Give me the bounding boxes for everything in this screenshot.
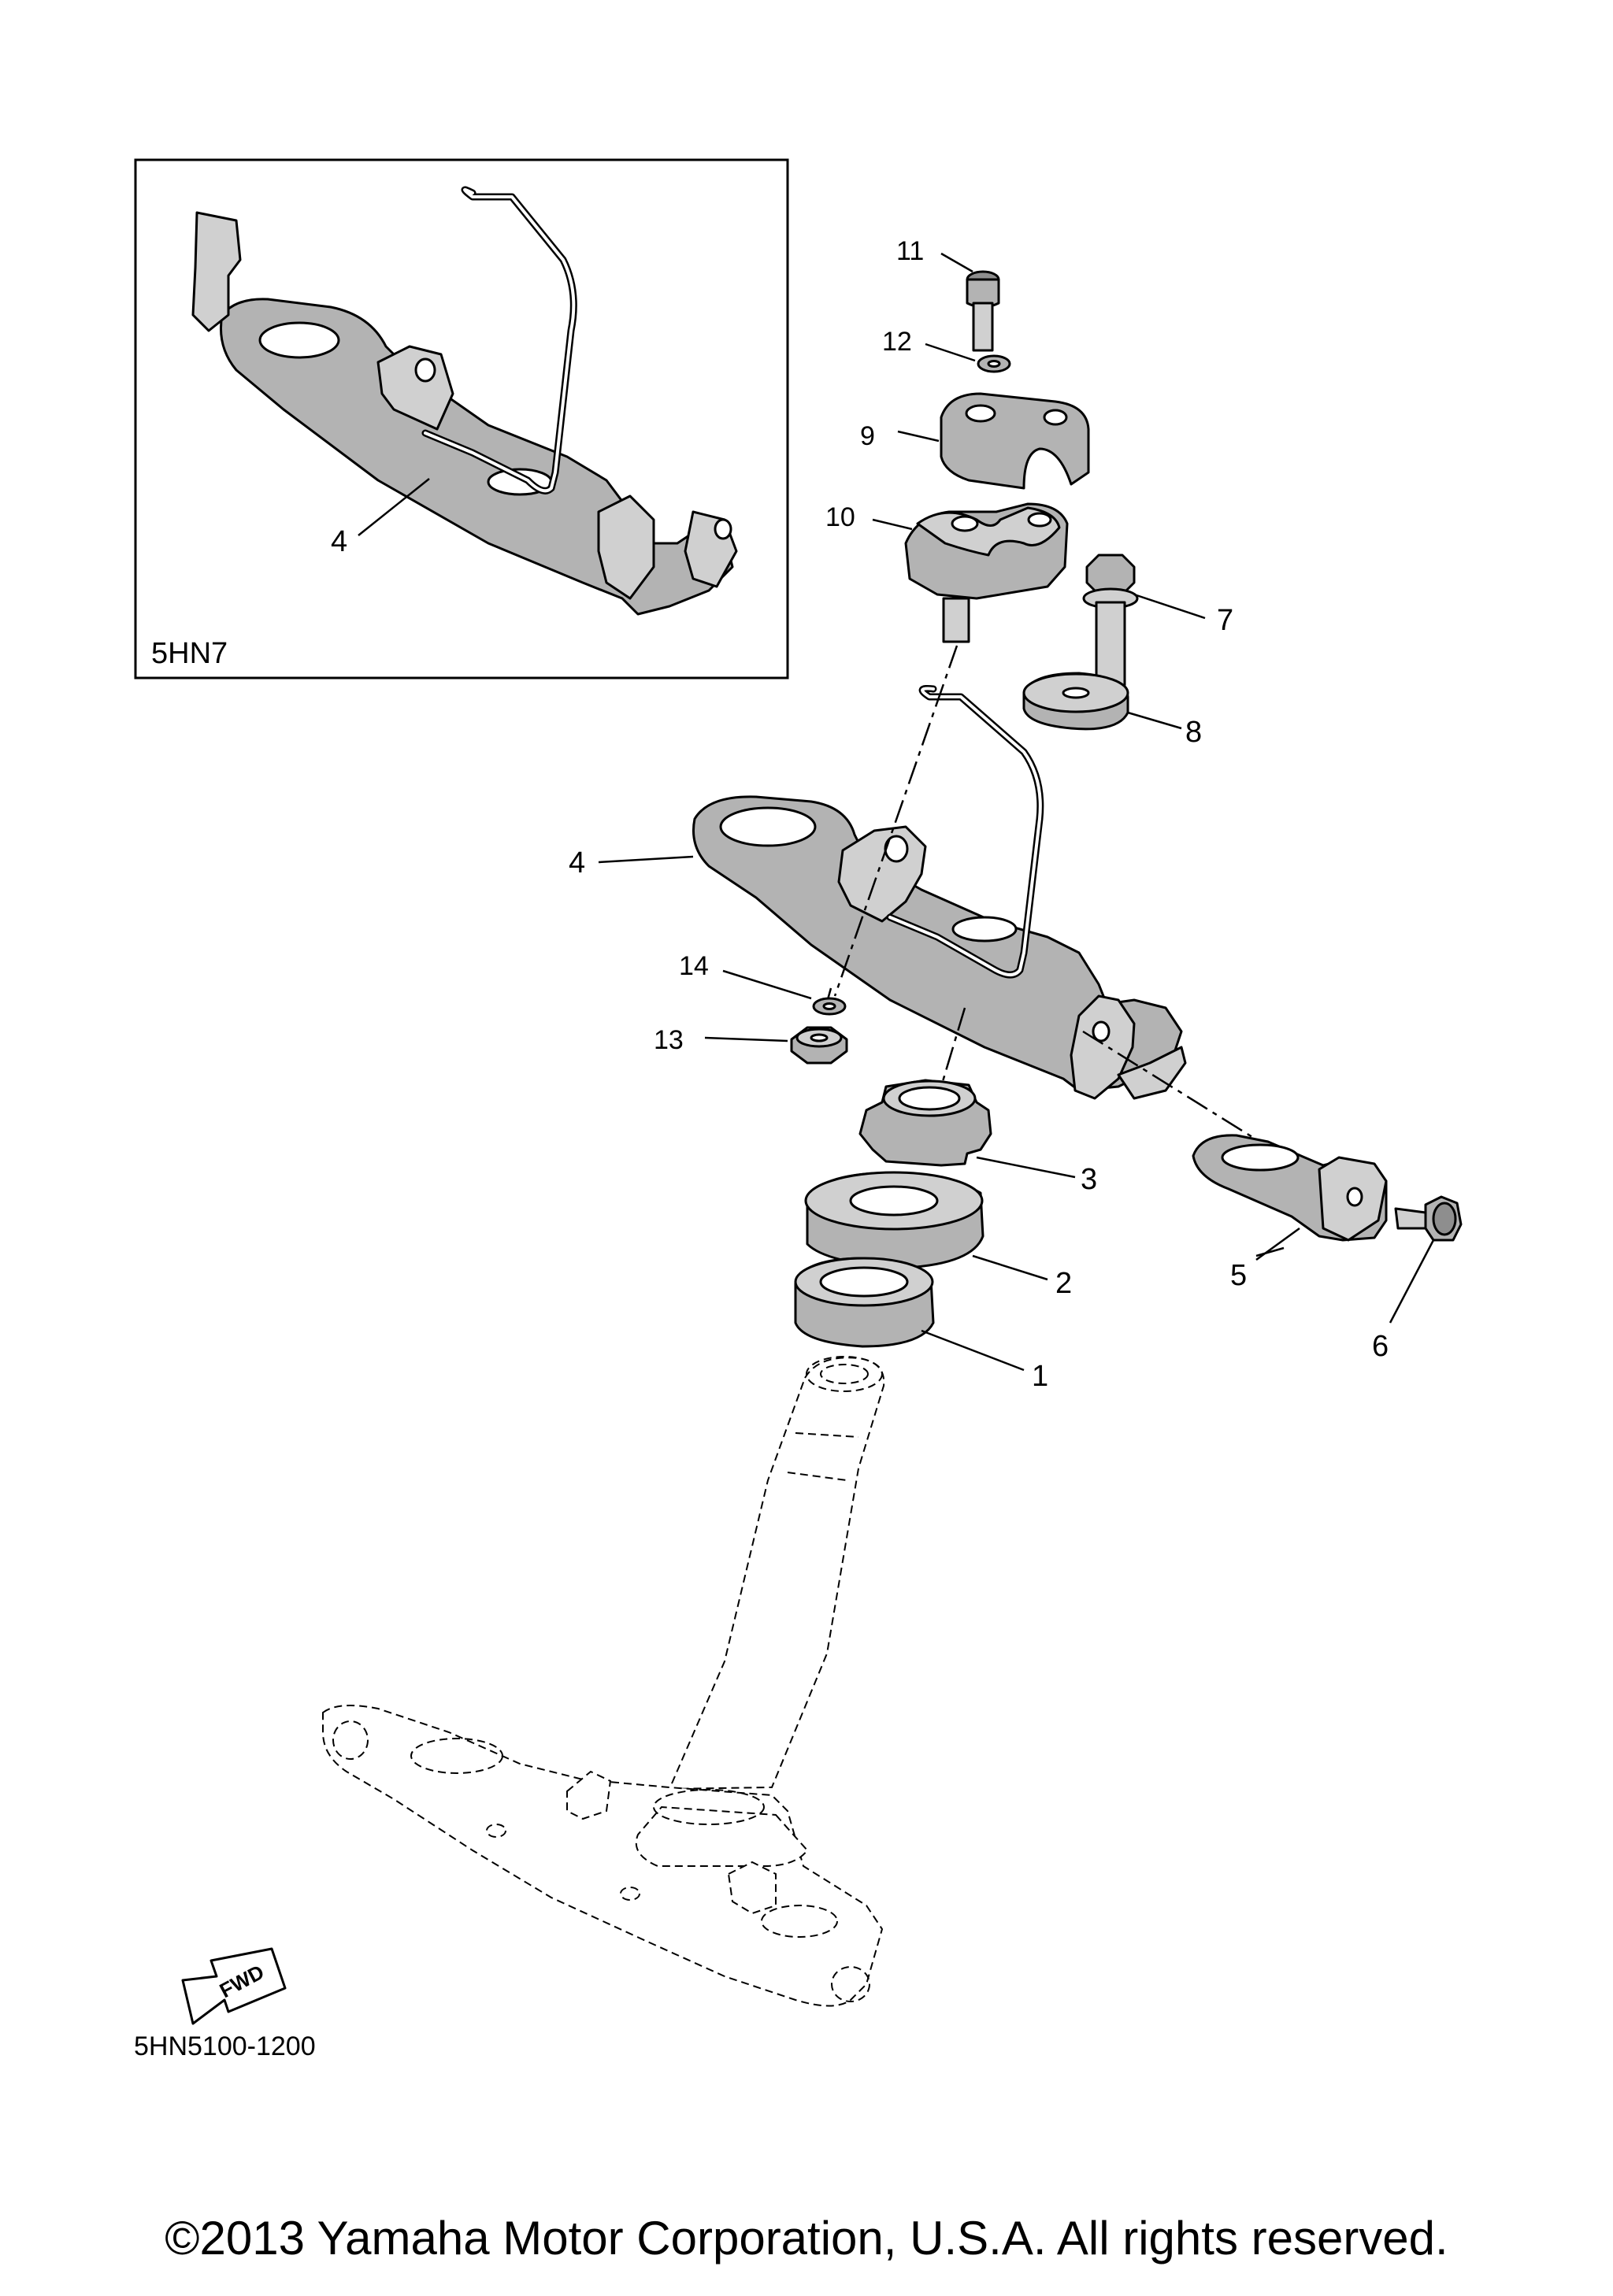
part-11-bolt: 11 bbox=[896, 236, 1000, 352]
callout-5: 5 bbox=[1230, 1259, 1247, 1292]
callout-13: 13 bbox=[654, 1025, 684, 1055]
callout-7: 7 bbox=[1217, 604, 1233, 637]
callout-8: 8 bbox=[1185, 716, 1202, 749]
inset-model-code: 5HN7 bbox=[151, 637, 228, 670]
part-4-upper-bracket: 4 bbox=[569, 795, 1187, 1100]
part-5-side-bracket: 5 bbox=[1192, 1134, 1388, 1292]
callout-11: 11 bbox=[896, 236, 924, 266]
part-2-dust-seal: 2 bbox=[804, 1171, 1072, 1300]
part-6-screw: 6 bbox=[1372, 1195, 1463, 1363]
part-7-flange-bolt: 7 bbox=[1082, 554, 1233, 691]
callout-12: 12 bbox=[882, 327, 912, 357]
callout-9: 9 bbox=[860, 421, 875, 451]
part-3-ring-nut: 3 bbox=[858, 1079, 1097, 1196]
inset-panel: 4 5HN7 bbox=[134, 158, 789, 680]
part-9-handlebar-holder: 9 bbox=[860, 392, 1090, 490]
fwd-arrow-icon: FWD bbox=[181, 1947, 287, 2025]
callout-4: 4 bbox=[569, 846, 585, 880]
callout-6: 6 bbox=[1372, 1330, 1389, 1363]
axis-line-upper bbox=[833, 645, 959, 997]
steering-stem bbox=[322, 1356, 885, 2007]
part-13-nut: 13 bbox=[654, 1025, 848, 1065]
part-1-bearing: 1 bbox=[794, 1257, 1048, 1393]
part-8-cushion: 8 bbox=[1022, 672, 1202, 749]
part-number: 5HN5100-1200 bbox=[134, 2031, 316, 2061]
callout-14: 14 bbox=[679, 951, 709, 981]
part-10-lower-holder: 10 bbox=[825, 502, 1069, 643]
inset-leader-4 bbox=[358, 478, 430, 536]
part-12-washer: 12 bbox=[882, 327, 1011, 373]
copyright-notice: ©2013 Yamaha Motor Corporation, U.S.A. A… bbox=[165, 2212, 1448, 2265]
inset-callout-4: 4 bbox=[331, 525, 347, 558]
axis-line-lower bbox=[940, 1007, 966, 1087]
part-14-washer: 14 bbox=[679, 951, 847, 1016]
callout-10: 10 bbox=[825, 502, 855, 532]
callout-2: 2 bbox=[1055, 1267, 1072, 1300]
callout-3: 3 bbox=[1081, 1163, 1097, 1196]
callout-1: 1 bbox=[1032, 1360, 1048, 1393]
